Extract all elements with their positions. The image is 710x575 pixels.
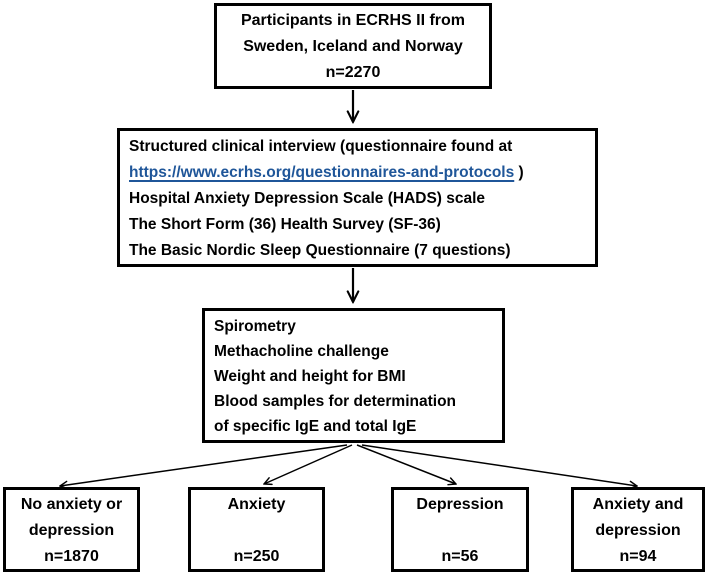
assessment-line: Spirometry (214, 318, 296, 335)
outcome-count: n=1870 (44, 548, 99, 565)
interview-line: The Basic Nordic Sleep Questionnaire (7 … (129, 242, 511, 259)
outcome-line: No anxiety or (20, 496, 123, 513)
outcome-box-anxiety-and-depression: Anxiety and depression n=94 (571, 487, 705, 572)
outcome-line (191, 518, 322, 544)
outcome-count: n=94 (619, 548, 657, 565)
assessment-line: Weight and height for BMI (214, 368, 406, 385)
participants-line: Participants in ECRHS II from (240, 12, 466, 29)
arrow-assessment-to-anxiety (264, 444, 353, 484)
assessment-box: Spirometry Methacholine challenge Weight… (202, 308, 505, 443)
outcome-line (394, 518, 526, 544)
outcome-line: depression (28, 522, 115, 539)
participants-count: n=2270 (325, 64, 381, 81)
assessment-line: of specific IgE and total IgE (214, 418, 417, 435)
outcome-line: depression (595, 522, 681, 539)
interview-line: Hospital Anxiety Depression Scale (HADS)… (129, 190, 486, 207)
ecrhs-questionnaires-link[interactable]: https://www.ecrhs.org/questionnaires-and… (129, 164, 515, 181)
outcome-line: Anxiety and (592, 496, 684, 513)
assessment-line: Methacholine challenge (214, 343, 389, 360)
outcome-line: Depression (416, 496, 504, 513)
arrow-assessment-to-no-anxiety-depression (60, 444, 348, 486)
outcome-count: n=56 (441, 548, 479, 565)
interview-link-line: https://www.ecrhs.org/questionnaires-and… (129, 160, 587, 186)
participants-box: Participants in ECRHS II from Sweden, Ic… (214, 3, 492, 89)
link-suffix: ) (514, 164, 524, 181)
interview-line: The Short Form (36) Health Survey (SF-36… (129, 216, 441, 233)
interview-box: Structured clinical interview (questionn… (117, 128, 598, 267)
arrow-assessment-to-depression (356, 444, 456, 484)
outcome-box-depression: Depression n=56 (391, 487, 529, 572)
participants-line: Sweden, Iceland and Norway (243, 38, 463, 55)
interview-line: Structured clinical interview (questionn… (129, 138, 513, 155)
arrow-assessment-to-anxiety-and-depression (361, 444, 637, 486)
outcome-line: Anxiety (227, 496, 286, 513)
assessment-line: Blood samples for determination (214, 393, 457, 410)
outcome-box-anxiety: Anxiety n=250 (188, 487, 325, 572)
outcome-count: n=250 (233, 548, 280, 565)
outcome-box-no-anxiety-depression: No anxiety or depression n=1870 (3, 487, 140, 572)
